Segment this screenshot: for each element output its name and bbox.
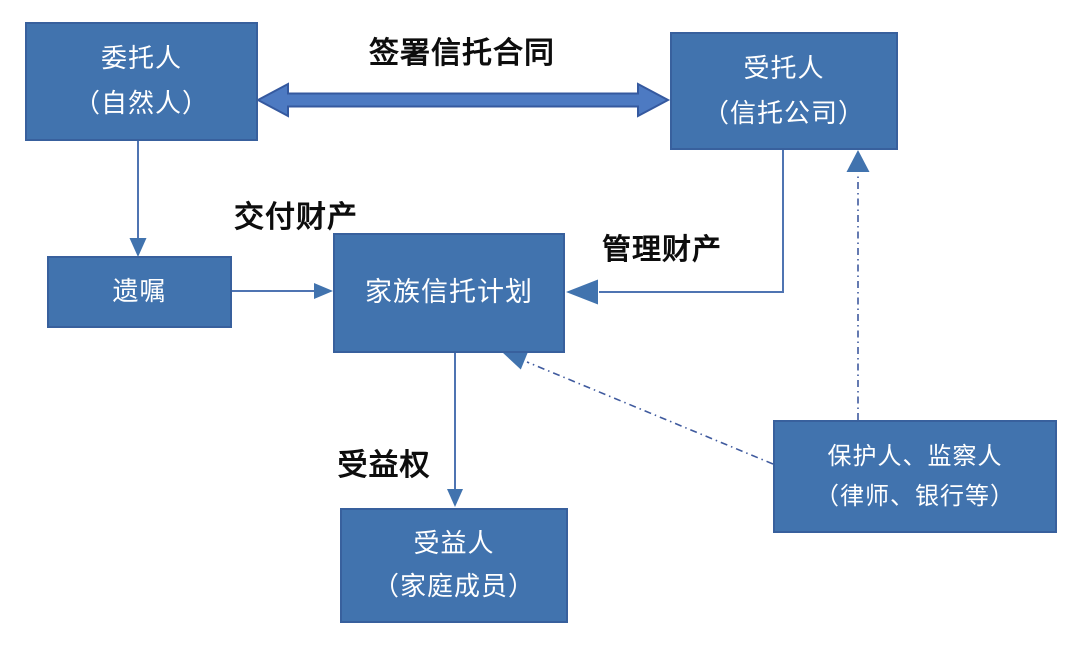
double-arrow-sign-contract (255, 82, 671, 118)
node-trust-plan-line1: 家族信托计划 (365, 277, 533, 308)
node-trust-plan: 家族信托计划 (333, 233, 565, 353)
node-trustee-line2: （信托公司） (702, 97, 865, 128)
node-beneficiary-line1: 受益人 (413, 528, 495, 559)
node-protector-line2: （律师、银行等） (815, 482, 1015, 510)
node-will: 遗嘱 (47, 256, 232, 328)
node-trustee: 受托人 （信托公司） (670, 32, 898, 150)
node-trustee-line1: 受托人 (743, 52, 825, 83)
node-protector-line1: 保护人、监察人 (827, 442, 1003, 470)
node-settlor-line2: （自然人） (73, 88, 209, 118)
edge-label-sign-contract: 签署信托合同 (369, 37, 555, 70)
arrow-trustee-to-trust-plan (566, 150, 784, 305)
edge-label-benefit-right: 受益权 (337, 449, 431, 482)
arrow-will-to-trust-plan (232, 283, 333, 299)
arrow-settlor-to-will (129, 141, 147, 257)
edge-label-manage-property: 管理财产 (601, 234, 722, 266)
dash-arrow-protector-to-trustee (846, 150, 870, 420)
node-will-line1: 遗嘱 (112, 276, 167, 307)
node-settlor: 委托人 （自然人） (25, 22, 258, 141)
node-beneficiary: 受益人 （家庭成员） (340, 508, 568, 623)
node-beneficiary-line2: （家庭成员） (372, 571, 535, 601)
dash-arrow-protector-to-trust-plan (502, 352, 774, 465)
edge-label-deliver-property: 交付财产 (234, 201, 358, 234)
node-protector: 保护人、监察人 （律师、银行等） (773, 420, 1057, 533)
arrow-trust-plan-to-beneficiary (447, 353, 463, 507)
node-settlor-line1: 委托人 (100, 43, 182, 74)
